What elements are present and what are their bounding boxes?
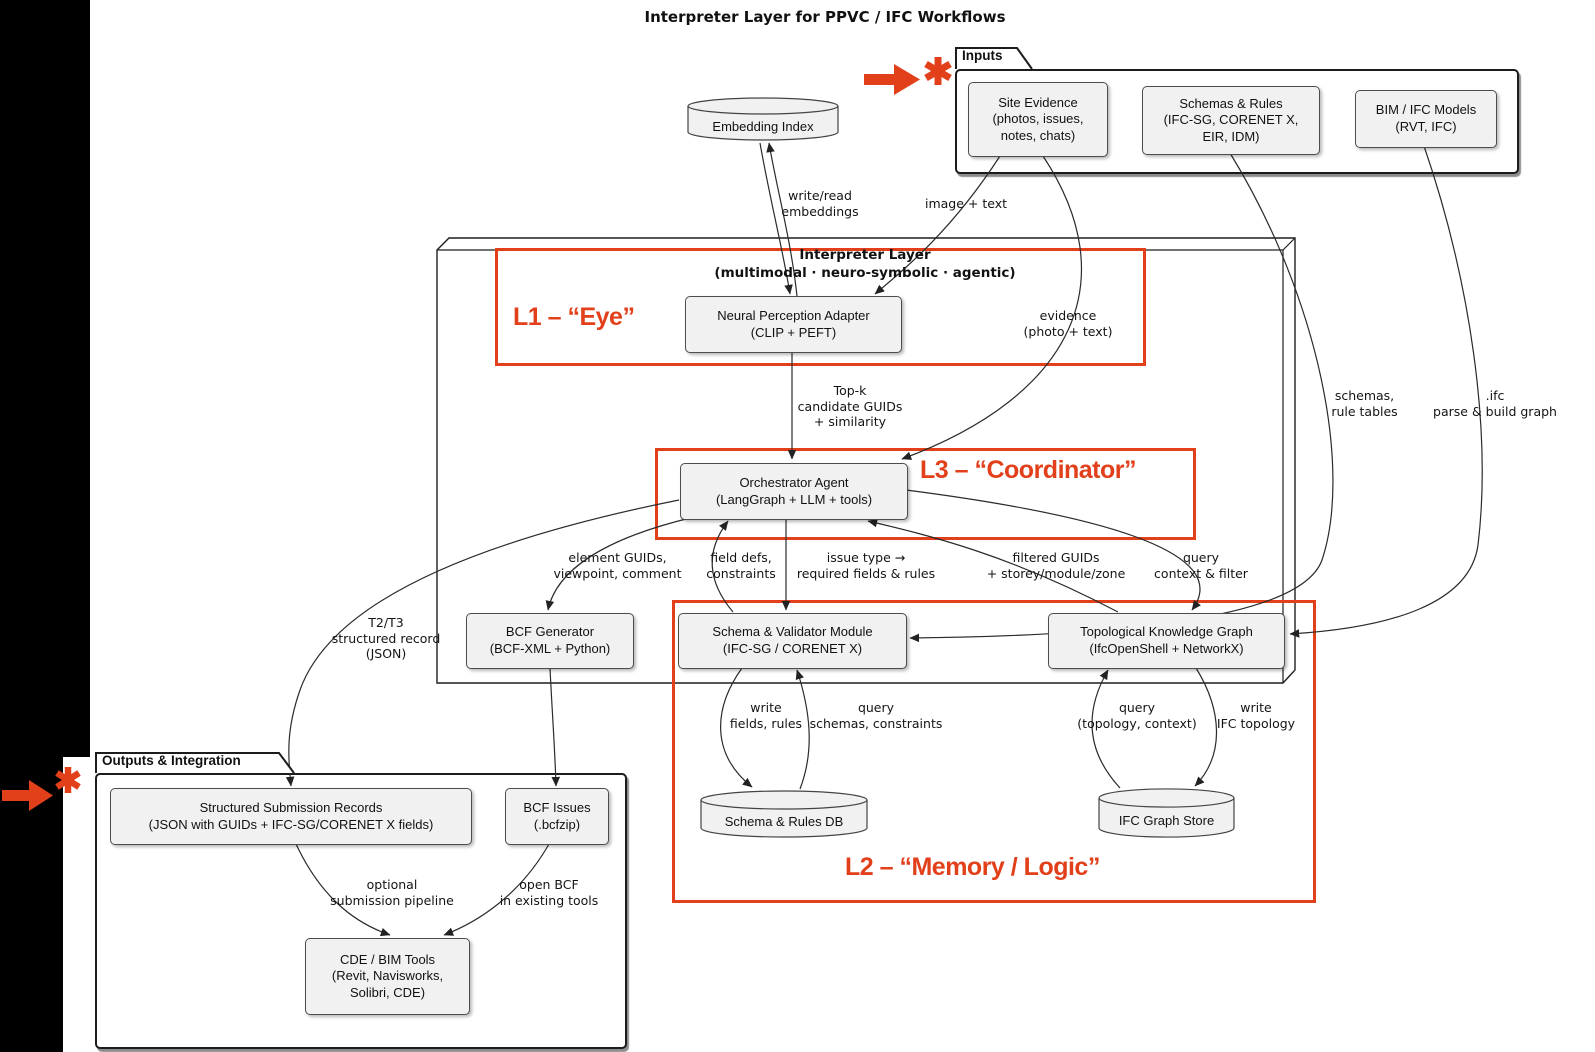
node-topological-knowledge-graph: Topological Knowledge Graph (IfcOpenShel…	[1048, 613, 1285, 669]
datastore-embedding-index: Embedding Index	[687, 97, 839, 141]
edge-label-topk: Top-k candidate GUIDs + similarity	[797, 383, 903, 429]
edge-label-ifc-parse: .ifc parse & build graph	[1433, 388, 1557, 419]
layer-l3-label: L3 – “Coordinator”	[920, 456, 1137, 484]
node-orchestrator-agent-label: Orchestrator Agent (LangGraph + LLM + to…	[715, 474, 873, 507]
layer-l2-label: L2 – “Memory / Logic”	[845, 853, 1100, 881]
outputs-package-tab: Outputs & Integration	[95, 752, 295, 774]
edge-label-query-topology: query (topology, context)	[1077, 700, 1197, 731]
interpreter-layer-title: Interpreter Layer	[799, 247, 931, 263]
datastore-embedding-index-label: Embedding Index	[712, 118, 814, 134]
arrow-right-icon	[864, 64, 920, 95]
diagram-title: Interpreter Layer for PPVC / IFC Workflo…	[644, 8, 1006, 26]
node-schemas-rules-label: Schemas & Rules (IFC-SG, CORENET X, EIR,…	[1163, 95, 1299, 144]
node-bcf-issues: BCF Issues (.bcfzip)	[505, 788, 609, 845]
node-schema-validator-module-label: Schema & Validator Module (IFC-SG / CORE…	[712, 624, 873, 656]
node-cde-bim-tools-label: CDE / BIM Tools (Revit, Navisworks, Soli…	[331, 951, 444, 1000]
edge-label-write-topology: write IFC topology	[1216, 700, 1296, 731]
edge-label-schemas-rule-tables: schemas, rule tables	[1331, 388, 1398, 419]
node-neural-perception-adapter: Neural Perception Adapter (CLIP + PEFT)	[685, 296, 902, 353]
layer-l1-label: L1 – “Eye”	[513, 303, 635, 331]
edge-label-element-guids: element GUIDs, viewpoint, comment	[553, 550, 682, 581]
node-site-evidence-label: Site Evidence (photos, issues, notes, ch…	[992, 94, 1084, 143]
node-topological-knowledge-graph-label: Topological Knowledge Graph (IfcOpenShel…	[1080, 624, 1253, 656]
asterisk-icon	[924, 57, 952, 85]
inputs-package-tab: Inputs	[955, 47, 1033, 70]
edge-label-field-defs: field defs, constraints	[706, 550, 776, 581]
inputs-annotation	[862, 53, 962, 105]
edge-label-image-text: image + text	[924, 196, 1008, 211]
edge-label-write-read-embeddings: write/read embeddings	[781, 188, 859, 219]
edge-label-open-bcf: open BCF in existing tools	[499, 877, 599, 908]
edge-label-query-schemas: query schemas, constraints	[809, 700, 943, 731]
left-black-bar	[0, 0, 90, 757]
node-cde-bim-tools: CDE / BIM Tools (Revit, Navisworks, Soli…	[305, 938, 470, 1015]
outputs-annotation	[2, 765, 92, 817]
node-bcf-generator-label: BCF Generator (BCF-XML + Python)	[489, 624, 611, 656]
node-structured-submission-records: Structured Submission Records (JSON with…	[110, 788, 472, 845]
datastore-ifc-graph-store-label: IFC Graph Store	[1118, 812, 1215, 828]
edge-label-issue-type: issue type → required fields & rules	[796, 550, 936, 581]
node-bcf-issues-label: BCF Issues (.bcfzip)	[523, 799, 591, 832]
interpreter-layer-heading: Interpreter Layer (multimodal · neuro-sy…	[640, 247, 1090, 282]
interpreter-layer-subtitle: (multimodal · neuro-symbolic · agentic)	[714, 264, 1016, 281]
asterisk-icon	[55, 767, 81, 793]
arrow-right-icon	[2, 780, 53, 811]
node-bim-ifc-models-label: BIM / IFC Models (RVT, IFC)	[1375, 102, 1477, 134]
node-neural-perception-adapter-label: Neural Perception Adapter (CLIP + PEFT)	[717, 307, 870, 340]
node-bim-ifc-models: BIM / IFC Models (RVT, IFC)	[1355, 90, 1497, 148]
node-structured-submission-records-label: Structured Submission Records (JSON with…	[148, 799, 434, 832]
node-site-evidence: Site Evidence (photos, issues, notes, ch…	[968, 82, 1108, 157]
datastore-ifc-graph-store: IFC Graph Store	[1098, 788, 1235, 838]
inputs-package-label: Inputs	[962, 48, 1003, 63]
node-bcf-generator: BCF Generator (BCF-XML + Python)	[466, 613, 634, 669]
datastore-schema-rules-db: Schema & Rules DB	[700, 790, 868, 838]
node-schema-validator-module: Schema & Validator Module (IFC-SG / CORE…	[678, 613, 907, 669]
datastore-schema-rules-db-label: Schema & Rules DB	[724, 813, 844, 829]
node-schemas-rules: Schemas & Rules (IFC-SG, CORENET X, EIR,…	[1142, 86, 1320, 155]
edge-label-filtered-guids: filtered GUIDs + storey/module/zone	[986, 550, 1126, 581]
edge-label-t2t3: T2/T3 structured record (JSON)	[331, 615, 441, 661]
edge-label-evidence: evidence (photo + text)	[1023, 308, 1113, 339]
outputs-package-label: Outputs & Integration	[102, 753, 241, 768]
edge-label-optional-pipeline: optional submission pipeline	[330, 877, 454, 908]
node-orchestrator-agent: Orchestrator Agent (LangGraph + LLM + to…	[680, 463, 908, 520]
edge-label-query-context: query context & filter	[1154, 550, 1248, 581]
